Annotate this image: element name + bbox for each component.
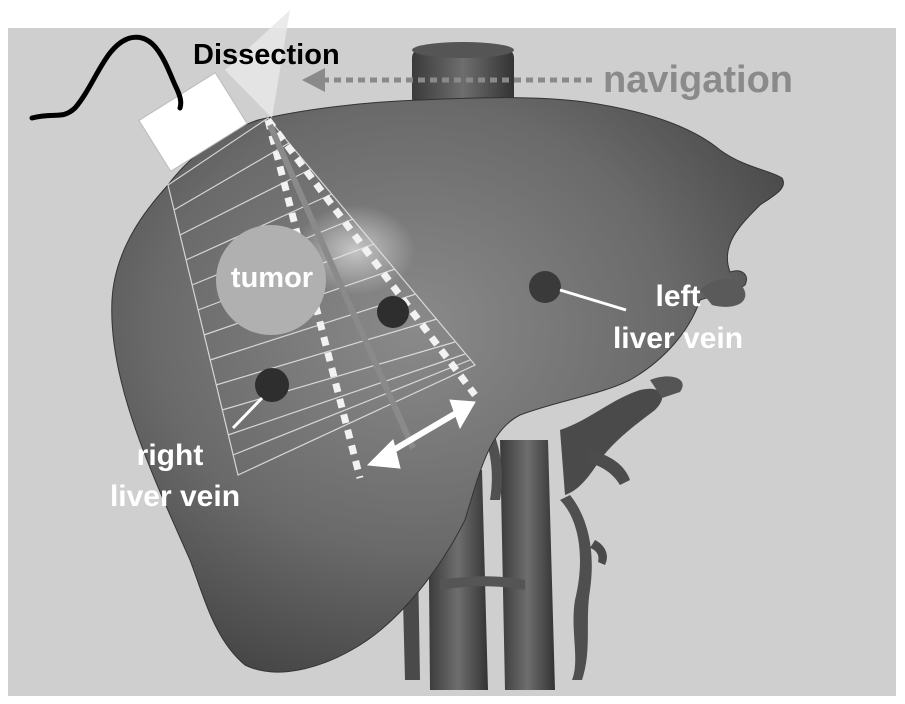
dissection-label: Dissection — [193, 39, 340, 71]
left-vein-dot — [529, 271, 561, 303]
right-vein-dot — [255, 368, 289, 402]
navigation-label: navigation — [603, 59, 793, 101]
right-vein-label-line2: liver vein — [110, 480, 240, 513]
right-vein-label-line1: right — [137, 439, 204, 472]
tumor-label: tumor — [231, 262, 313, 294]
middle-vein-dot — [377, 296, 409, 328]
left-vein-label-line1: left — [656, 280, 701, 313]
left-vein-label-line2: liver vein — [613, 322, 743, 355]
